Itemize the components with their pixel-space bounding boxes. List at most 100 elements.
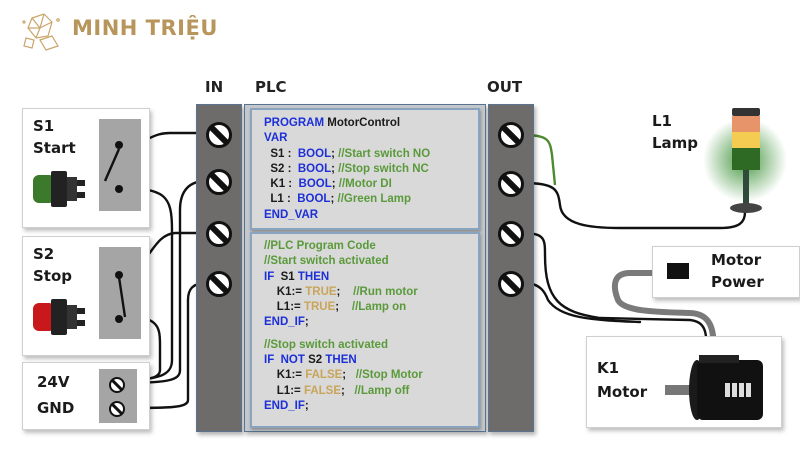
code-token-id: K1:= [264,285,306,298]
code-token-id: ; [335,301,352,314]
code-token-kw: THEN [325,354,357,367]
brand-name: MINH TRIỆU [72,16,218,40]
crystal-icon [22,13,60,51]
l1-name: Lamp [652,134,699,152]
s1-contact-block [99,119,141,211]
code-logic-panel: //PLC Program Code //Start switch activat… [250,232,480,428]
code-line: END_IF; [264,315,478,330]
power-supply: 24V GND [22,362,150,430]
code-token-id: L1:= [264,384,304,397]
power-terminal-block [99,369,137,423]
power-connector-icon [667,263,689,279]
tower-lamp-icon [703,108,787,213]
power-24v-label: 24V [37,373,70,391]
code-token-id: ; [331,147,339,160]
code-token-cm: //Stop switch NC [338,162,429,175]
code-token-kw: END_IF [264,316,305,329]
code-token-kw: END_IF [264,399,305,412]
screw-terminal-in4-icon [206,271,232,297]
motor-power-line1: Motor [711,251,762,269]
code-line: K1:= FALSE; //Stop Motor [264,368,478,383]
code-line: PROGRAM MotorControl [264,116,478,131]
l1-id: L1 [652,112,672,130]
nc-contact-icon [115,271,127,323]
no-contact-icon [103,141,123,193]
s2-name: Stop [33,267,73,285]
code-token-id: S1 [280,270,298,283]
code-token-id: K1:= [264,369,306,382]
screw-terminal-out3-icon [498,221,524,247]
s1-id: S1 [33,117,55,135]
code-token-id: ; [342,369,356,382]
code-token-id: L1:= [264,301,304,314]
code-token-kw: IF NOT [264,354,309,367]
plc-heading: PLC [255,78,287,96]
code-token-lit: FALSE [303,384,342,397]
s2-stop-switch: S2 Stop [22,236,150,356]
screw-terminal-out4-icon [498,271,524,297]
code-line: IF NOT S2 THEN [264,353,478,368]
code-token-id: S2 [308,354,326,367]
code-token-id: ; [330,193,338,206]
k1-name: Motor [597,383,648,401]
code-line: S1 : BOOL; //Start switch NO [264,147,478,162]
code-stop-block: //Stop switch activated IF NOT S2 THEN K1… [252,331,478,414]
code-line: //PLC Program Code [264,239,478,254]
s2-id: S2 [33,245,55,263]
code-token-kw: BOOL [297,147,332,160]
code-token-kw: BOOL [297,193,331,206]
code-token-cm: //Lamp off [354,384,410,397]
wire-out4-motor [522,281,642,324]
code-token-id: L1 : [264,193,298,206]
code-token-cm: //Stop switch activated [264,338,388,351]
code-token-id: ; [331,162,339,175]
code-token-lit: FALSE [305,369,343,382]
code-token-cm: //PLC Program Code [264,240,376,252]
screw-terminal-in2-icon [206,169,232,195]
code-token-cm: //Start switch NO [338,147,431,160]
code-token-cm: //Start switch activated [264,255,389,268]
s2-contact-block [99,247,141,339]
red-pushbutton-icon [33,299,85,335]
screw-terminal-out2-icon [498,171,524,197]
code-token-id: ; [304,399,309,412]
code-line: L1:= TRUE; //Lamp on [264,300,478,315]
code-line: //Stop switch activated [264,338,478,353]
screw-terminal-gnd-icon [109,401,125,417]
code-token-id: S1 : [264,147,298,160]
code-token-kw: BOOL [298,178,332,191]
in-heading: IN [205,78,224,96]
code-line: K1:= TRUE; //Run motor [264,285,478,300]
code-token-cm: //Motor DI [338,178,392,191]
motor-icon [665,355,763,420]
screw-terminal-24v-icon [109,377,125,393]
plc-input-rail [196,104,242,432]
motor-power-cable [611,270,717,356]
code-line: S2 : BOOL; //Stop switch NC [264,162,478,177]
screw-terminal-out1-icon [498,122,524,148]
code-token-id: ; [304,316,309,329]
code-line: K1 : BOOL; //Motor DI [264,177,478,192]
code-token-id: ; [331,178,339,191]
code-token-kw: BOOL [297,162,332,175]
code-token-lit: TRUE [303,301,336,314]
code-line: //Start switch activated [264,254,478,269]
k1-motor: K1 Motor [586,336,782,428]
power-gnd-label: GND [37,399,75,417]
motor-power-supply: Motor Power [652,246,800,298]
s1-start-switch: S1 Start [22,108,150,228]
code-line: L1 : BOOL; //Green Lamp [264,192,478,207]
k1-id: K1 [597,359,620,377]
code-token-cm: //Stop Motor [355,369,423,382]
motor-power-line2: Power [711,273,764,291]
wire-in4-gnd [118,281,208,410]
code-line: IF S1 THEN [264,270,478,285]
code-start-block: //PLC Program Code //Start switch activat… [252,234,478,331]
code-line: END_IF; [264,399,478,414]
code-token-kw: IF [264,270,281,283]
code-token-kw: PROGRAM [264,117,328,129]
code-line: END_VAR [264,208,478,223]
code-token-cm: //Lamp on [351,301,407,314]
plc-output-rail [488,104,534,432]
